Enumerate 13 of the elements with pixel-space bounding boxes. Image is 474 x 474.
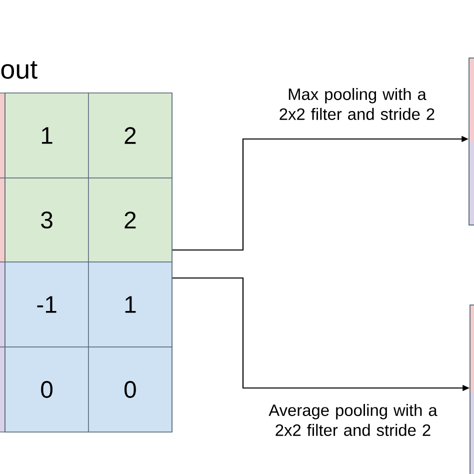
matrix-title: out [1, 61, 38, 79]
matrix-cell: 1 [4, 92, 89, 178]
output-matrix [470, 304, 474, 474]
matrix-cell: 3 [4, 178, 89, 262]
edge-label: Average pooling with a 2x2 filter and stride 2 [268, 404, 438, 436]
output-matrix [468, 58, 474, 226]
matrix-cell: 0 [4, 346, 89, 432]
matrix-cell: -1 [4, 262, 89, 348]
matrix-cell: 2 [88, 178, 172, 262]
matrix-cell: 1 [88, 262, 172, 348]
matrix-cell: 0 [88, 346, 172, 432]
edge-label: Max pooling with a 2x2 filter and stride 2 [280, 88, 434, 120]
matrix-cell: 2 [88, 92, 172, 178]
